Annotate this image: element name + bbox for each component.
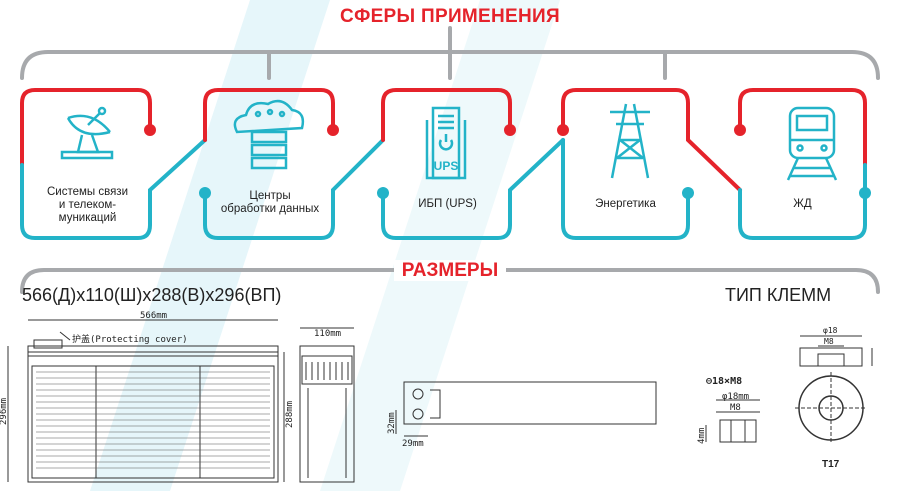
app-label-datacenter: Центры обработки данных — [220, 190, 320, 215]
dim-32: 32mm — [387, 412, 397, 434]
ups-icon — [425, 106, 467, 180]
app-label-telecom: Системы связи и телеком- муникаций — [46, 186, 129, 224]
m8-label: M8 — [730, 403, 741, 413]
app-label-ups: ИБП (UPS) — [418, 198, 477, 210]
applications-diagram: UPS — [20, 26, 880, 240]
thread-label: ⊖18×M8 — [706, 376, 742, 387]
section-title-sizes: РАЗМЕРЫ — [0, 260, 900, 282]
dia-label: φ18mm — [722, 392, 749, 402]
dim-width: 110mm — [314, 329, 341, 339]
satellite-dish-icon — [60, 106, 114, 160]
ups-text: UPS — [434, 159, 459, 173]
t-dia-label: φ18 — [823, 326, 838, 335]
terminal-type-label: ТИП КЛЕММ — [725, 285, 832, 305]
t-m8-label: M8 — [824, 337, 834, 346]
cloud-server-icon — [233, 99, 305, 170]
technical-drawings: 566mm 护盖(Protecting cover) 296mm 288mm 1… — [0, 311, 873, 483]
power-tower-icon — [610, 103, 650, 179]
dim-height-left: 296mm — [0, 398, 9, 425]
dim-29: 29mm — [402, 439, 424, 449]
train-icon — [786, 106, 838, 181]
dimensions-text: 566(Д)x110(Ш)x288(В)x296(ВП) — [22, 285, 282, 305]
app-label-energy: Энергетика — [595, 198, 656, 210]
section-title-applications: СФЕРЫ ПРИМЕНЕНИЯ — [340, 6, 560, 27]
terminal-code: T17 — [822, 459, 840, 470]
app-label-railway: ЖД — [793, 198, 812, 210]
cover-label: 护盖(Protecting cover) — [72, 333, 188, 345]
thk-label: 4mm — [697, 428, 707, 444]
dim-length: 566mm — [140, 311, 167, 321]
dim-height-right: 288mm — [285, 401, 295, 428]
